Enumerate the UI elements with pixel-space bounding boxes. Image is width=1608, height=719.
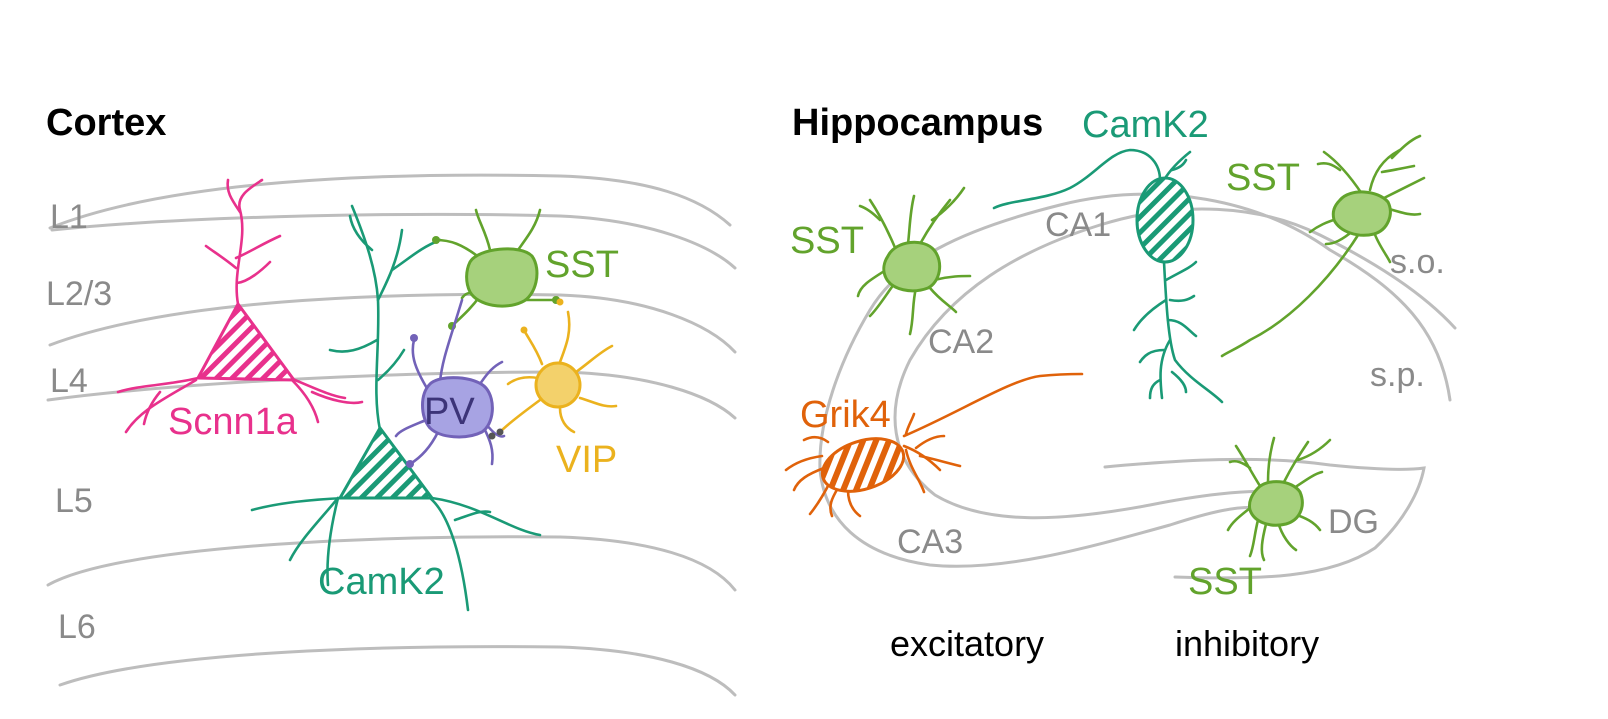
ca2-label: CA2 <box>928 323 994 361</box>
legend-excitatory: excitatory <box>890 623 1044 664</box>
cortex-camk2-label: CamK2 <box>318 561 445 603</box>
so-label: s.o. <box>1390 243 1445 281</box>
layer-label-l4: L4 <box>50 362 88 400</box>
hippocampus-camk2-neuron <box>992 148 1224 404</box>
layer-label-l5: L5 <box>55 482 93 520</box>
hippocampus-sst-left-neuron <box>856 186 972 336</box>
hippocampus-sst-dg-label: SST <box>1188 561 1262 603</box>
cortex-sst-neuron <box>432 208 560 330</box>
legend-inhibitory: inhibitory <box>1175 623 1319 664</box>
hippocampus-sst-dg-neuron <box>1226 436 1332 562</box>
ca3-label: CA3 <box>897 523 963 561</box>
pv-neuron <box>394 298 506 468</box>
scnn1a-label: Scnn1a <box>168 401 298 443</box>
cortex-layer-labels: L1 L2/3 L4 L5 L6 <box>46 198 112 646</box>
cortex-camk2-neuron <box>250 204 542 612</box>
layer-label-l1: L1 <box>50 198 88 236</box>
layer-label-l6: L6 <box>58 608 96 646</box>
hippocampus-title: Hippocampus <box>792 102 1043 144</box>
scnn1a-neuron <box>116 178 364 434</box>
hippocampus-sst-right-label: SST <box>1226 157 1300 199</box>
dg-label: DG <box>1328 503 1379 541</box>
hippocampus-outline <box>818 192 1457 580</box>
vip-label: VIP <box>556 439 617 481</box>
sp-label: s.p. <box>1370 356 1425 394</box>
layer-label-l23: L2/3 <box>46 275 112 313</box>
cortex-sst-label: SST <box>545 244 619 286</box>
hippocampus-region-labels: CA1 CA2 CA3 DG s.o. s.p. <box>897 206 1445 561</box>
grik4-neuron <box>784 372 1084 518</box>
hippocampus-camk2-label: CamK2 <box>1082 104 1209 146</box>
hippocampus-sst-left-label: SST <box>790 220 864 262</box>
ca1-label: CA1 <box>1045 206 1111 244</box>
cortex-layer-boundaries <box>46 173 737 697</box>
pv-label: PV <box>424 391 475 433</box>
grik4-label: Grik4 <box>800 394 891 436</box>
hippocampus-sst-right-neuron <box>1220 134 1426 358</box>
cortex-title: Cortex <box>46 102 166 144</box>
vip-neuron <box>496 298 618 436</box>
